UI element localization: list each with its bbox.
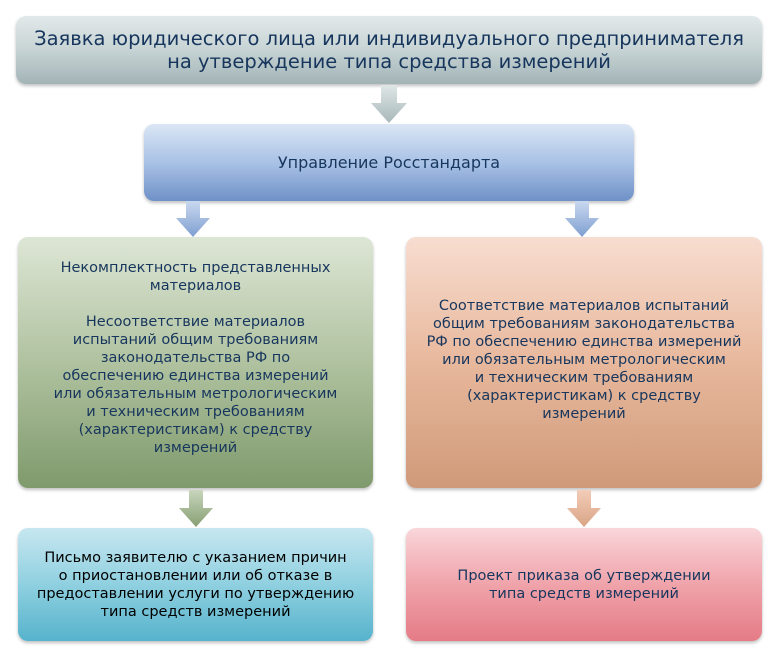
node-rejection-reasons: Некомплектность представленных материало… [18,237,373,488]
node-letter-to-applicant: Письмо заявителю с указанием причин о пр… [18,528,373,641]
arrow-right-to-order [567,490,601,527]
node-draft-order: Проект приказа об утверждении типа средс… [406,528,762,641]
node-application: Заявка юридического лица или индивидуаль… [16,16,762,84]
arrow-top-to-middle [371,85,407,123]
arrow-left-to-letter [179,490,213,527]
node-compliance: Соответствие материалов испытаний общим … [406,237,762,488]
node-rosstandart: Управление Росстандарта [144,124,634,201]
arrow-middle-to-left [176,201,210,237]
arrow-middle-to-right [565,201,599,237]
